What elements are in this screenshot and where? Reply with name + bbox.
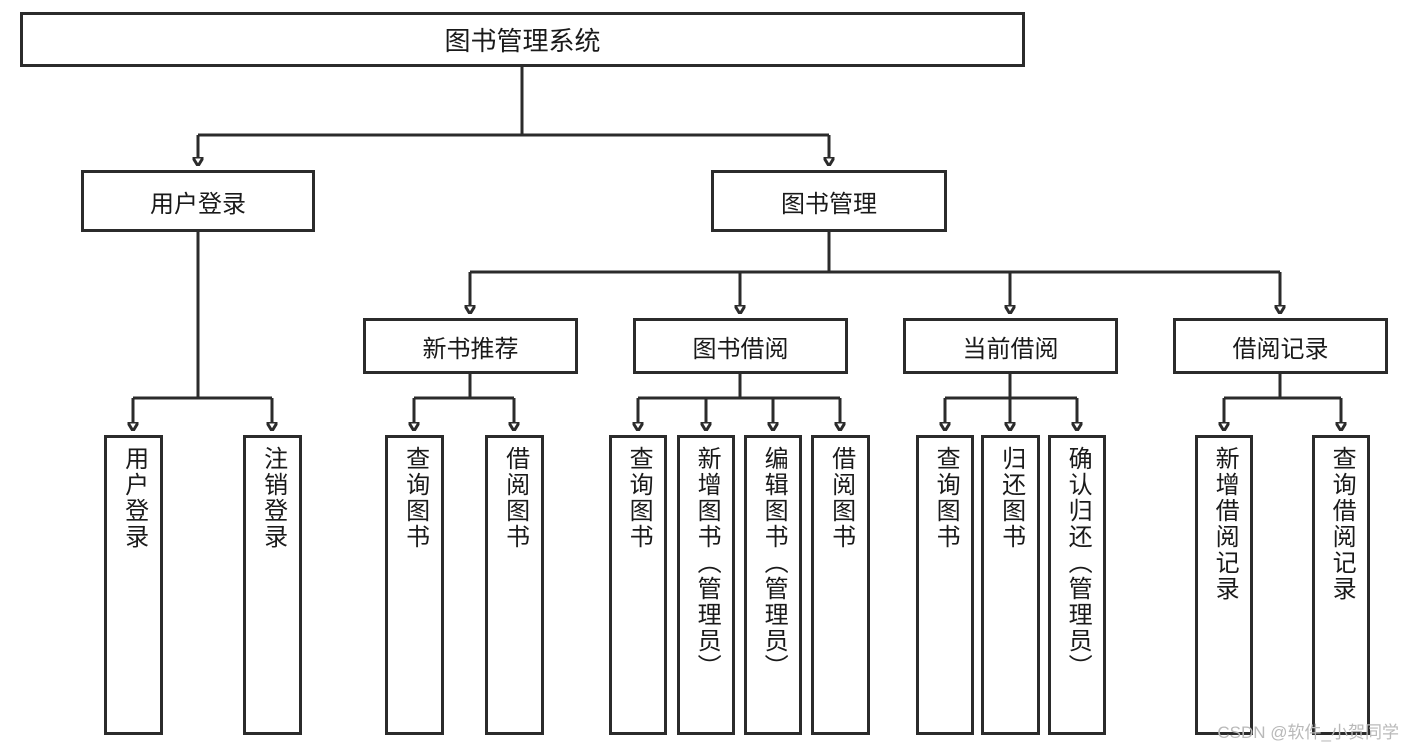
node-current-borrow[interactable]: 当前借阅 bbox=[903, 318, 1118, 374]
node-user-login[interactable]: 用户登录 bbox=[81, 170, 315, 232]
leaf-confirm-return-label: 确认归还（管理员） bbox=[1064, 446, 1092, 680]
leaf-query-book-3-label: 查询图书 bbox=[932, 446, 960, 550]
leaf-logout[interactable]: 注销登录 bbox=[243, 435, 302, 735]
leaf-user-login[interactable]: 用户登录 bbox=[104, 435, 163, 735]
leaf-edit-book-label: 编辑图书（管理员） bbox=[760, 446, 788, 680]
leaf-logout-label: 注销登录 bbox=[259, 446, 287, 550]
node-current-borrow-label: 当前借阅 bbox=[962, 335, 1059, 363]
leaf-add-book-label: 新增图书（管理员） bbox=[693, 446, 721, 680]
leaf-add-book[interactable]: 新增图书（管理员） bbox=[677, 435, 735, 735]
leaf-borrow-book-1-label: 借阅图书 bbox=[501, 446, 529, 550]
node-root-label: 图书管理系统 bbox=[444, 26, 601, 56]
node-book-borrow-label: 图书借阅 bbox=[692, 335, 789, 363]
leaf-return-book-label: 归还图书 bbox=[997, 446, 1025, 550]
node-book-manage[interactable]: 图书管理 bbox=[711, 170, 947, 232]
leaf-confirm-return[interactable]: 确认归还（管理员） bbox=[1048, 435, 1106, 735]
leaf-borrow-book-2-label: 借阅图书 bbox=[827, 446, 855, 550]
leaf-query-book-3[interactable]: 查询图书 bbox=[916, 435, 974, 735]
leaf-query-book-2-label: 查询图书 bbox=[625, 446, 653, 550]
node-borrow-record-label: 借阅记录 bbox=[1232, 335, 1329, 363]
leaf-borrow-book-1[interactable]: 借阅图书 bbox=[485, 435, 544, 735]
node-root[interactable]: 图书管理系统 bbox=[20, 12, 1025, 67]
node-borrow-record[interactable]: 借阅记录 bbox=[1173, 318, 1388, 374]
csdn-watermark: CSDN @软件_小贺同学 bbox=[1217, 723, 1399, 742]
node-user-login-label: 用户登录 bbox=[150, 190, 246, 218]
leaf-query-book-2[interactable]: 查询图书 bbox=[609, 435, 667, 735]
node-new-book-rec-label: 新书推荐 bbox=[422, 335, 519, 363]
leaf-edit-book[interactable]: 编辑图书（管理员） bbox=[744, 435, 802, 735]
node-new-book-rec[interactable]: 新书推荐 bbox=[363, 318, 578, 374]
node-book-borrow[interactable]: 图书借阅 bbox=[633, 318, 848, 374]
leaf-borrow-book-2[interactable]: 借阅图书 bbox=[811, 435, 870, 735]
node-book-manage-label: 图书管理 bbox=[781, 190, 877, 218]
leaf-add-record[interactable]: 新增借阅记录 bbox=[1195, 435, 1253, 735]
leaf-query-record-label: 查询借阅记录 bbox=[1328, 446, 1356, 602]
leaf-query-record[interactable]: 查询借阅记录 bbox=[1312, 435, 1370, 735]
leaf-user-login-label: 用户登录 bbox=[120, 446, 148, 550]
leaf-query-book-1[interactable]: 查询图书 bbox=[385, 435, 444, 735]
leaf-add-record-label: 新增借阅记录 bbox=[1211, 446, 1239, 602]
leaf-query-book-1-label: 查询图书 bbox=[401, 446, 429, 550]
leaf-return-book[interactable]: 归还图书 bbox=[981, 435, 1040, 735]
